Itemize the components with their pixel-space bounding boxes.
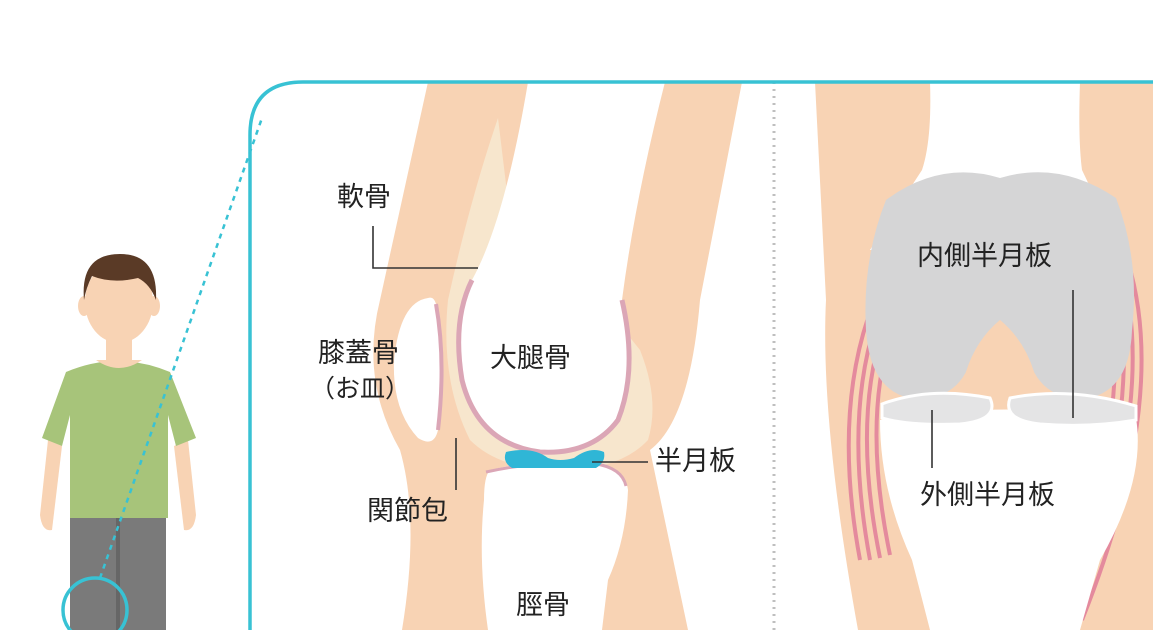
label-patella: 膝蓋骨 [318,338,399,369]
front-view-panel [815,82,1153,630]
label-medial-meniscus: 内側半月板 [917,241,1052,272]
lateral-meniscus-shape [880,391,994,426]
right-arm [174,440,196,531]
femur-bone [458,82,665,453]
tibia-bone [481,461,628,630]
label-lateral-meniscus: 外側半月板 [920,480,1055,511]
patella-bone [393,297,442,442]
cartilage-leader-line [372,226,478,269]
cartilage-outline [456,278,632,455]
side-view-panel [372,82,742,630]
meniscus-blue [504,450,605,468]
shirt [42,361,196,518]
label-patella-note: （お皿） [310,374,411,403]
femoral-condyles [865,172,1134,399]
label-tibia: 脛骨 [516,590,570,621]
front-tibia-bone [880,409,1138,630]
label-joint-capsule: 関節包 [367,496,448,527]
label-femur: 大腿骨 [490,343,571,374]
person-figure [40,254,196,630]
knee-highlight-circle [61,576,129,630]
zoom-frame [248,80,1153,630]
label-meniscus: 半月板 [655,446,736,477]
head [85,261,153,343]
left-arm [40,440,62,531]
label-cartilage: 軟骨 [337,182,391,213]
hair [83,254,157,300]
zoom-dashed-line [98,117,264,579]
